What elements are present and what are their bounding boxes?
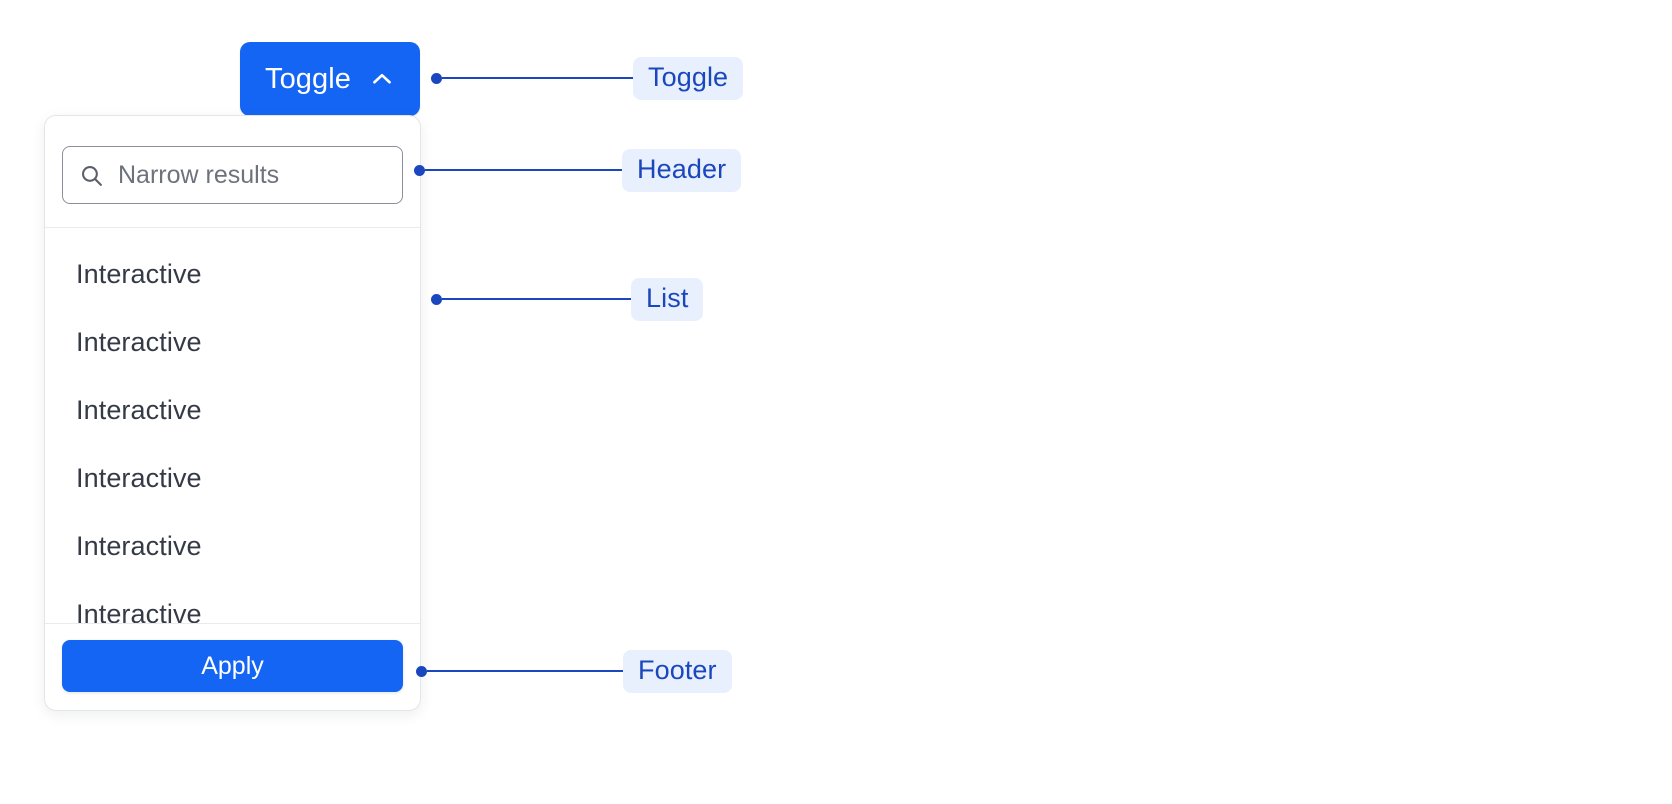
annotation-dot [414, 164, 425, 176]
annotation-footer: Footer [416, 649, 732, 693]
annotation-header: Header [414, 148, 742, 192]
annotation-label: List [631, 277, 704, 321]
list-item[interactable]: Interactive [76, 530, 202, 561]
annotation-label: Header [622, 148, 742, 192]
panel-list: Interactive Interactive Interactive Inte… [45, 228, 420, 623]
list-item[interactable]: Interactive [76, 258, 202, 289]
list-item[interactable]: Interactive [76, 394, 202, 425]
panel-footer: Apply [45, 623, 420, 710]
toggle-button-label: Toggle [264, 62, 352, 95]
annotation-list: List [431, 277, 704, 321]
annotation-label: Toggle [633, 56, 744, 100]
annotation-dot [431, 72, 442, 84]
annotation-line [442, 77, 633, 79]
list-item[interactable]: Interactive [76, 462, 202, 493]
search-box[interactable] [62, 146, 403, 204]
annotation-label: Footer [623, 649, 732, 693]
panel-header [45, 116, 420, 228]
annotation-line [442, 298, 631, 300]
list-item[interactable]: Interactive [76, 326, 202, 357]
chevron-up-icon [369, 66, 395, 92]
apply-button[interactable]: Apply [62, 640, 403, 692]
dropdown-panel: Interactive Interactive Interactive Inte… [44, 115, 421, 711]
annotation-dot [431, 293, 442, 305]
annotation-line [427, 670, 623, 672]
annotation-dot [416, 665, 427, 677]
annotation-line [425, 169, 622, 171]
annotation-toggle: Toggle [431, 56, 744, 100]
list-item[interactable]: Interactive [76, 598, 202, 623]
search-input[interactable] [118, 160, 386, 190]
search-icon [79, 163, 104, 188]
toggle-button[interactable]: Toggle [240, 42, 420, 116]
